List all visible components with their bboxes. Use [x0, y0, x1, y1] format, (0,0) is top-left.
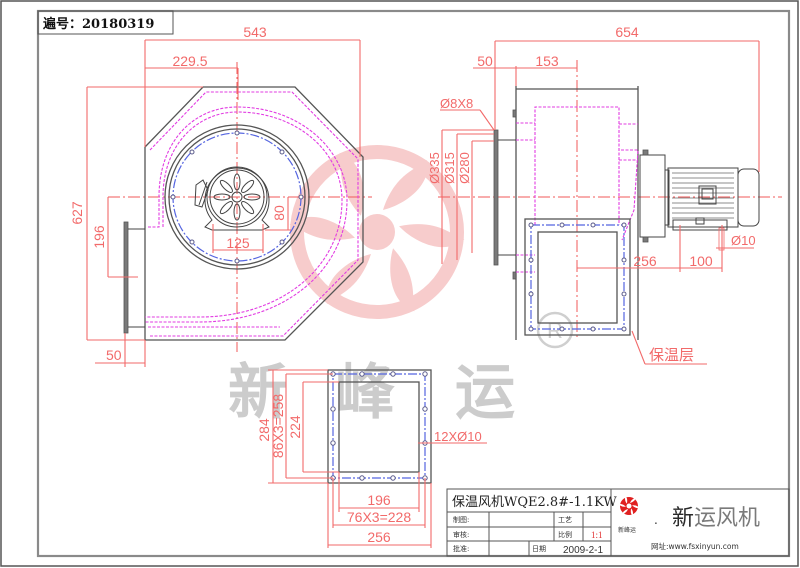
- website: 网址:www.fsxinyun.com: [651, 541, 739, 551]
- dim-inlet-flange: 50: [106, 347, 122, 363]
- side-dimensions: 654 50 153 Ø8X8 Ø335 Ø315 Ø280 2: [427, 24, 760, 365]
- dim-overall-length: 654: [615, 24, 639, 40]
- scroll-volute: [145, 106, 348, 323]
- svg-text:新运风机: 新运风机: [672, 506, 760, 531]
- dim-dia-inner: Ø280: [457, 152, 472, 184]
- motor-rear-icon: [194, 166, 270, 231]
- dim-bolt-height: 86X3=258: [270, 394, 286, 458]
- product-title: 保温风机WQE2.8#-1.1KW: [452, 495, 617, 510]
- svg-text:遍号：20180319: 遍号：20180319: [42, 16, 154, 32]
- drawn-by-label: 制图:: [453, 515, 469, 524]
- process-label: 工艺: [558, 516, 572, 524]
- insulation-layer-label: 保温层: [649, 346, 694, 364]
- dim-outer-width: 256: [367, 529, 391, 545]
- title-block: 保温风机WQE2.8#-1.1KW 制图: 审核: 批准: 工艺 比例 1:1 …: [446, 488, 790, 557]
- dim-hole-spec: 12XØ10: [434, 429, 482, 444]
- fan-housing-outline: [144, 86, 364, 341]
- dim-motor-foot-spacing: 100: [689, 253, 713, 269]
- drawing-number-value: 20180319: [82, 17, 154, 32]
- dim-overall-height: 627: [69, 201, 85, 225]
- svg-text:峰: 峰: [335, 358, 395, 428]
- front-dimensions: 543 229.5 627 196 50 125: [69, 24, 361, 367]
- dim-flange-offset: 50: [477, 53, 493, 69]
- dim-inner-height: 224: [287, 415, 303, 439]
- approved-by-label: 批准:: [453, 544, 469, 553]
- svg-text:运: 运: [455, 358, 515, 428]
- dim-inner-width: 196: [367, 492, 391, 508]
- brand-name-rest: 运风机: [694, 506, 760, 531]
- dim-inlet-height: 196: [91, 225, 107, 249]
- outlet-dimensions: 284 86X3=258 224 196 76X3=228: [256, 369, 487, 548]
- front-view: 543 229.5 627 196 50 125: [69, 24, 372, 367]
- side-outlet-flange: [524, 218, 631, 336]
- brand-name-first: 新: [672, 506, 694, 531]
- dim-bolt-spec: Ø8X8: [440, 96, 473, 111]
- dim-motor-base-width: 125: [226, 235, 250, 251]
- side-view: 654 50 153 Ø8X8 Ø335 Ø315 Ø280 2: [427, 24, 782, 365]
- drawing-number-box: 遍号：20180319: [37, 10, 174, 35]
- scale-value: 1:1: [591, 530, 603, 540]
- dim-dia-outer: Ø335: [427, 152, 442, 184]
- date-label: 日期: [532, 545, 546, 553]
- motor-icon: [639, 149, 760, 243]
- impeller-hidden: [534, 106, 620, 225]
- dim-motor-base-height: 80: [271, 205, 287, 221]
- side-inlet-flange: [493, 129, 499, 266]
- reviewed-by-label: 审核:: [453, 530, 469, 539]
- outlet-bolts: [330, 371, 428, 481]
- dim-overall-width: 543: [243, 24, 267, 40]
- dim-dia-bolt: Ø315: [442, 152, 457, 184]
- logo-caption: 新峰运: [618, 526, 636, 534]
- brand-dot: .: [654, 513, 658, 527]
- outlet-view: 284 86X3=258 224 196 76X3=228: [256, 369, 487, 548]
- brand-fan-logo-icon: [619, 496, 639, 516]
- svg-text:R: R: [547, 318, 563, 343]
- watermark-registered-icon: R: [536, 311, 574, 349]
- dim-foot-hole: Ø10: [731, 233, 756, 248]
- date-value: 2009-2-1: [563, 545, 603, 556]
- dim-housing-to-center: 153: [535, 53, 559, 69]
- drawing-number-label: 遍号：: [42, 16, 82, 32]
- scale-label: 比例: [558, 530, 572, 539]
- dim-outer-height: 284: [256, 418, 272, 442]
- front-bolts: [170, 130, 304, 264]
- inner-frame: [36, 9, 791, 558]
- dim-center-offset: 229.5: [172, 53, 207, 69]
- dim-motor-foot-offset: 256: [633, 253, 657, 269]
- dim-bolt-width: 76X3=228: [347, 509, 411, 525]
